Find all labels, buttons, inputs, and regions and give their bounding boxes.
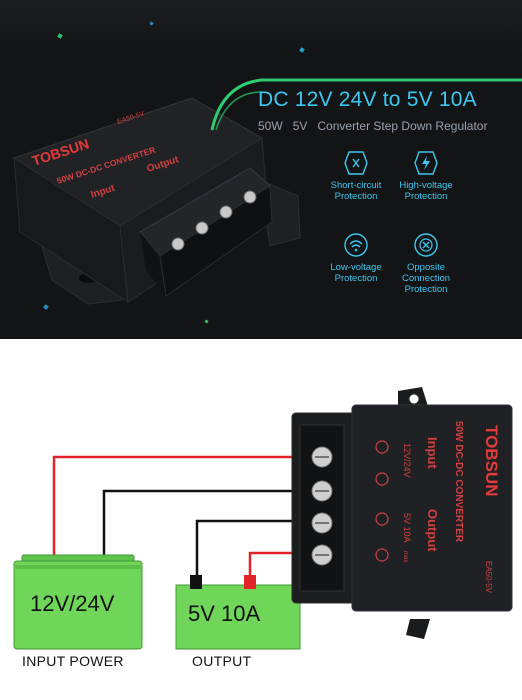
device-title: 50W DC-DC CONVERTER (453, 421, 464, 543)
device-model: EA50-5V (484, 561, 493, 594)
short-circuit-icon (344, 151, 368, 175)
opposite-connection-icon (414, 233, 438, 257)
battery-caption: INPUT POWER (22, 653, 124, 669)
battery (13, 554, 143, 650)
converter-photo: TOBSUN EA50-5V 50W DC-DC CONVERTER Input… (12, 78, 522, 305)
banner-headline: DC 12V 24V to 5V 10A (258, 88, 477, 111)
input-negative-wire (102, 489, 318, 559)
battery-voltage-label: 12V/24V (30, 591, 115, 616)
device-output-rating: 5V 10A (402, 513, 412, 543)
load-device (175, 575, 301, 650)
load-rating-label: 5V 10A (188, 601, 261, 626)
product-banner: TOBSUN EA50-5V 50W DC-DC CONVERTER Input… (0, 0, 522, 339)
low-voltage-icon (344, 233, 368, 257)
wiring-diagram-svg: TOBSUN 50W DC-DC CONVERTER Input Output … (13, 387, 513, 650)
wiring-diagram: TOBSUN 50W DC-DC CONVERTER Input Output … (0, 339, 522, 700)
high-voltage-icon (414, 151, 438, 175)
output-negative-wire (195, 519, 318, 579)
input-positive-wire (52, 455, 318, 559)
device-brand: TOBSUN (482, 425, 501, 496)
device-output-label: Output (425, 509, 440, 552)
converter-device: TOBSUN 50W DC-DC CONVERTER Input Output … (291, 387, 513, 639)
device-output-max: max (402, 551, 408, 562)
device-input-label: Input (425, 437, 440, 469)
load-caption: OUTPUT (192, 653, 252, 669)
device-input-rating: 12V/24V (402, 443, 412, 478)
